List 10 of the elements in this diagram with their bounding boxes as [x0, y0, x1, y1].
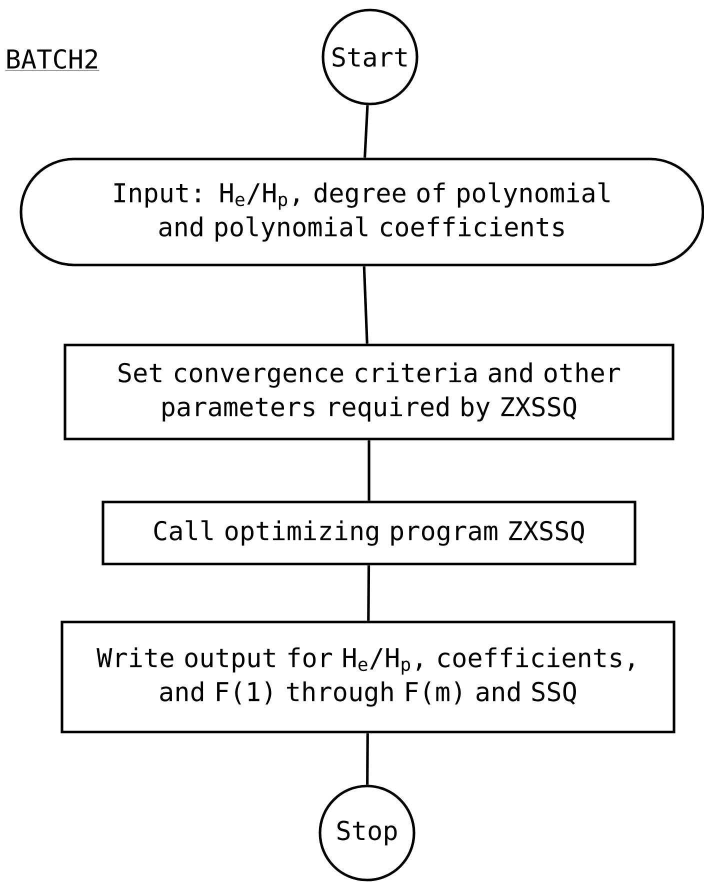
process-box: Set convergence criteria and other parameters required by ZXSSQ — [64, 344, 674, 440]
connector-line — [368, 440, 370, 501]
input-terminal: Input: H$_{e}$/H$_{p}$, degree of polynomial and polynomial coefficients — [20, 158, 704, 266]
process-box: Call optimizing program ZXSSQ — [102, 500, 636, 566]
process-box: Write output for H$_{e}$/H$_{p}$, coefficients, and F(1) through F(m) and SSQ — [60, 620, 676, 734]
title: BATCH2 — [5, 49, 100, 70]
connector-line — [364, 105, 369, 158]
connector-line — [366, 733, 369, 785]
connector-line — [367, 565, 370, 621]
connector-line — [362, 266, 368, 344]
